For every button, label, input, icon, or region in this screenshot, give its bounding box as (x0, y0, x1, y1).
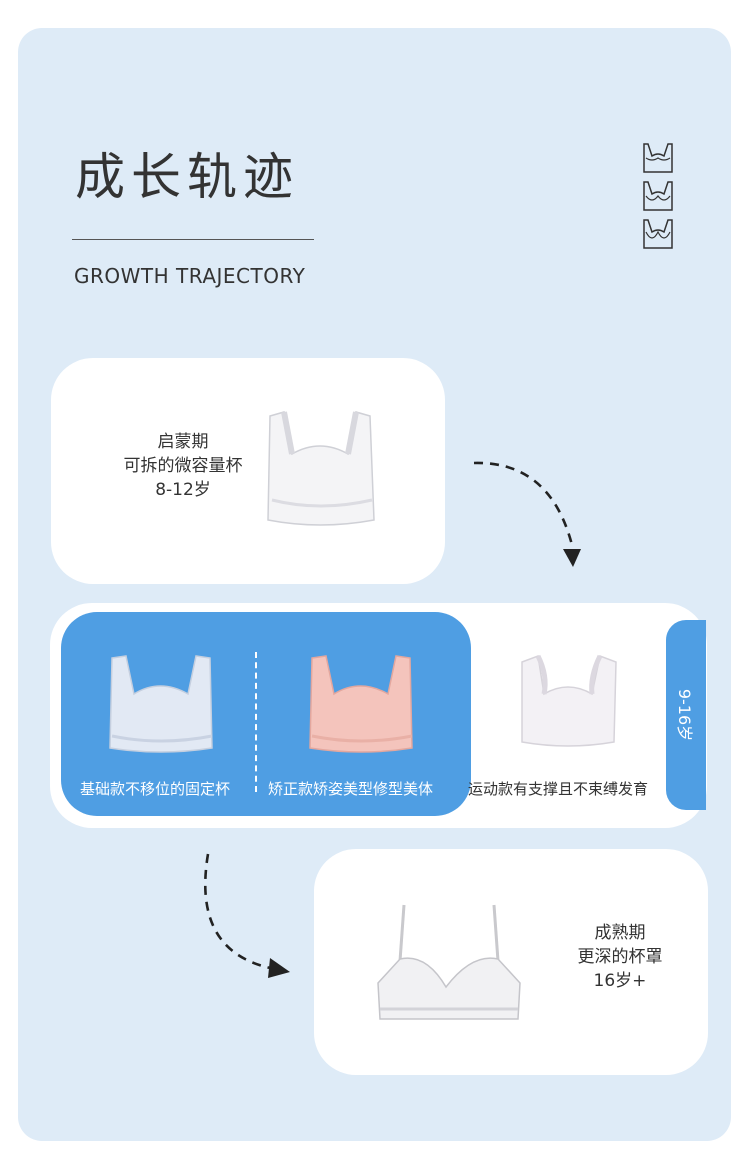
stage-early-text: 启蒙期 可拆的微容量杯 8-12岁 (113, 430, 253, 502)
age-range-label: 9-16岁 (675, 688, 694, 742)
bra-outline-icon (643, 181, 673, 211)
stage-name: 成熟期 (594, 923, 646, 943)
sport-style-caption: 运动款有支撑且不束缚发育 (468, 780, 649, 798)
stage-name: 启蒙期 (157, 432, 209, 452)
stage-feature: 可拆的微容量杯 (123, 456, 243, 476)
sport-bra-image (521, 654, 617, 747)
basic-style-caption: 基础款不移位的固定杯 (80, 780, 231, 798)
stage-mature-card: 成熟期 更深的杯罩 16岁+ (314, 849, 708, 1075)
stage-mature-text: 成熟期 更深的杯罩 16岁+ (550, 921, 690, 993)
bra-icon-stack (638, 142, 682, 256)
dashed-arrow-down (473, 461, 581, 567)
stage-age: 16岁+ (593, 971, 647, 991)
page-title: 成长轨迹 (75, 148, 299, 206)
stage-age: 8-12岁 (155, 480, 211, 500)
dashed-arrow-right (204, 853, 290, 978)
posture-bra-image (309, 655, 413, 753)
page-subtitle: GROWTH TRAJECTORY (74, 264, 306, 288)
basic-bra-image (109, 655, 213, 753)
mature-bra-image (377, 904, 521, 1020)
stage-early-card: 启蒙期 可拆的微容量杯 8-12岁 (51, 358, 445, 584)
bra-outline-icon (643, 219, 673, 249)
age-range-tab: 9-16岁 (666, 620, 706, 810)
posture-style-caption: 矫正款矫姿美型修型美体 (268, 780, 434, 798)
training-bra-image (267, 411, 375, 526)
title-divider (72, 239, 314, 240)
style-divider (255, 652, 257, 792)
stage-feature: 更深的杯罩 (577, 947, 663, 967)
bra-outline-icon (643, 143, 673, 173)
